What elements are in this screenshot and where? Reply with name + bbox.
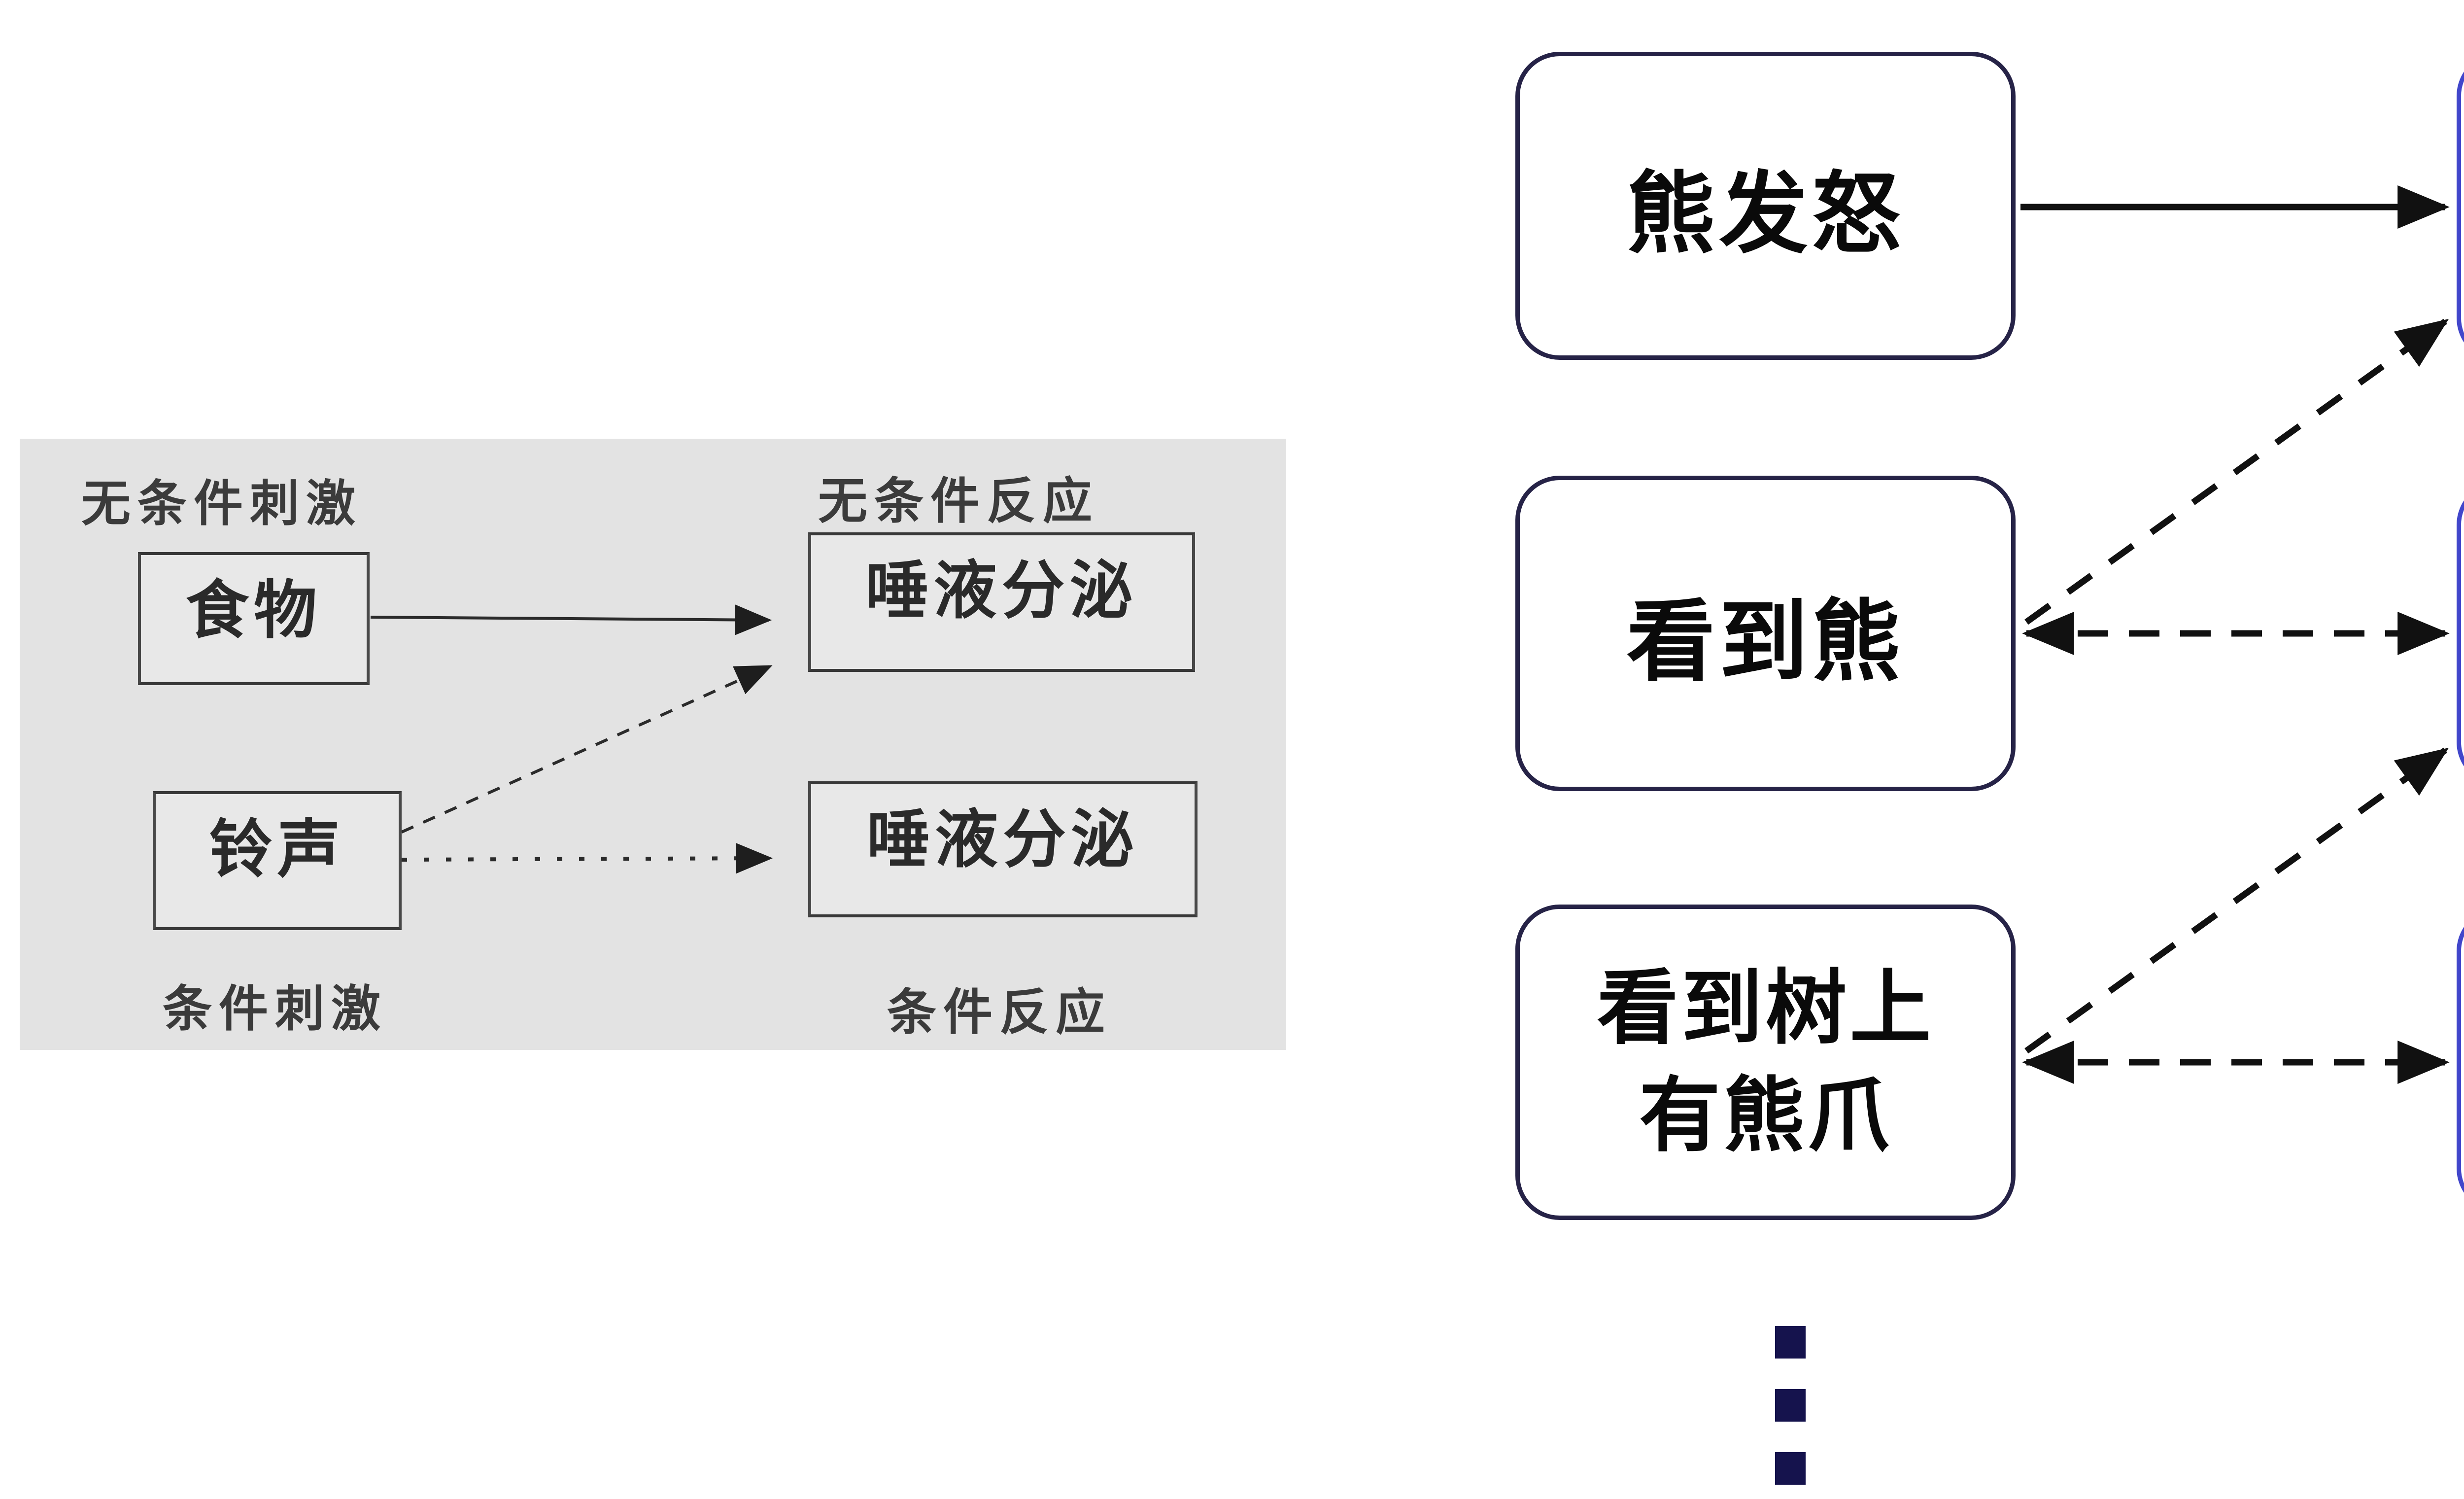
node-value-next-state: V(s′) [2457, 481, 2464, 786]
node-see-bear-label: 看到熊 [1626, 592, 1905, 692]
node-salivation-unconditioned: 唾液分泌 [808, 532, 1195, 672]
node-see-bear-claw-line1: 看到树上 [1597, 963, 1934, 1054]
node-value-state: V(s) [2457, 907, 2464, 1213]
node-salivation-unconditioned-label: 唾液分泌 [865, 556, 1138, 626]
node-food-label: 食物 [185, 575, 322, 646]
ellipsis-dot-dark-1 [1775, 1326, 1806, 1359]
label-unconditioned-stimulus: 无条件刺激 [81, 476, 362, 531]
label-conditioned-stimulus: 条件刺激 [163, 981, 387, 1037]
node-salivation-conditioned-label: 唾液分泌 [866, 804, 1139, 875]
label-unconditioned-response: 无条件反应 [818, 474, 1099, 529]
ellipsis-dot-dark-3 [1775, 1452, 1806, 1485]
ellipsis-dot-dark-2 [1775, 1389, 1806, 1422]
node-food: 食物 [138, 552, 370, 685]
node-see-bear: 看到熊 [1515, 476, 2016, 791]
node-bell-label: 铃声 [209, 814, 345, 885]
food-to-salivation-solid-arrow [370, 604, 772, 635]
node-bear-rage: 熊发怒 [1515, 52, 2016, 360]
bell-to-salivation-top-dashed-arrow [401, 665, 773, 834]
node-salivation-conditioned: 唾液分泌 [808, 781, 1198, 917]
node-reward: 奖励 [2457, 52, 2464, 362]
node-see-bear-claw: 看到树上 有熊爪 [1515, 905, 2016, 1220]
node-bell: 铃声 [153, 791, 402, 930]
seeclaw-to-value-next-dashed-arrow [2024, 747, 2449, 1054]
bell-to-salivation-bottom-dotted-arrow [401, 843, 773, 874]
node-bear-rage-label: 熊发怒 [1626, 165, 1905, 264]
label-conditioned-response: 条件反应 [887, 985, 1112, 1040]
seebear-to-reward-dashed-arrow [2024, 318, 2449, 625]
node-see-bear-claw-line2: 有熊爪 [1639, 1070, 1892, 1161]
